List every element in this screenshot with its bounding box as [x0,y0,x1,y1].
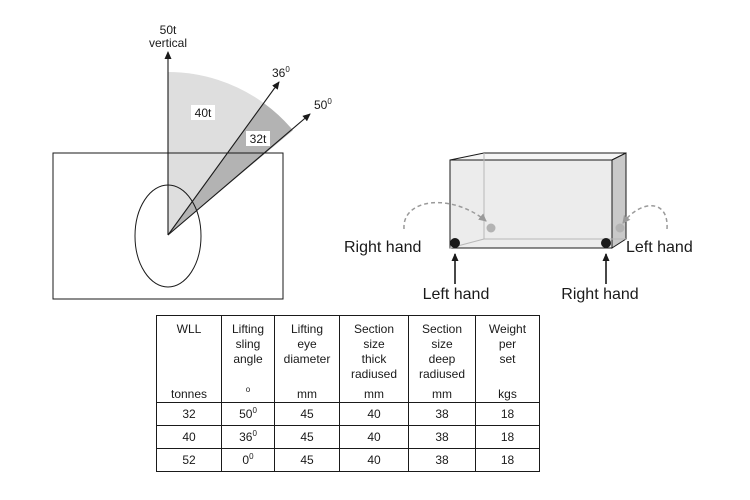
sling-angle-diagram: 50t vertical 360 500 40t 32t [52,23,332,300]
cell-deep: 38 [408,448,476,472]
grip-point-front-left [450,238,460,248]
sector-32t-tag: 32t [246,131,270,146]
cell-eye: 45 [274,448,340,472]
left-curved-arrow [403,201,487,230]
cell-deep: 38 [408,425,476,449]
cell-wll: 40 [156,425,222,449]
angle-36-label: 360 [272,65,290,80]
cell-thick: 40 [339,425,409,449]
angle-36-arrow [167,81,280,236]
box-front-face [449,159,613,249]
angle-50-arrow [167,113,311,236]
right-curved-arrow [622,205,668,230]
cell-eye: 45 [274,425,340,449]
table-row: 40 360 45 40 38 18 [156,425,540,449]
right-hand-label-left: Right hand [344,239,421,256]
hand-position-diagram: Right hand Left hand Left hand Right han… [344,152,693,303]
cell-thick: 40 [339,448,409,472]
cell-angle: 500 [221,402,275,426]
cell-weight: 18 [475,425,540,449]
hidden-grip-point-right [615,223,625,233]
svg-text:40t: 40t [195,106,212,120]
cell-deep: 38 [408,402,476,426]
cell-weight: 18 [475,448,540,472]
left-hand-label-right: Left hand [626,239,693,256]
cell-wll: 52 [156,448,222,472]
svg-text:32t: 32t [250,132,267,146]
vertical-word-label: vertical [149,36,187,50]
cell-eye: 45 [274,402,340,426]
left-hand-label-bottom: Left hand [423,286,490,303]
angle-50-label: 500 [314,97,332,112]
grip-point-front-right [601,238,611,248]
table-row: 32 500 45 40 38 18 [156,402,540,426]
hidden-grip-point-left [486,223,496,233]
cell-wll: 32 [156,402,222,426]
sector-40t-tag: 40t [191,105,215,120]
box-side-face [611,152,627,249]
box-top-face [449,152,627,161]
cell-weight: 18 [475,402,540,426]
cell-angle: 360 [221,425,275,449]
table-row: 52 00 45 40 38 18 [156,448,540,472]
vertical-load-label: 50t [160,23,177,37]
cell-angle: 00 [221,448,275,472]
right-hand-label-bottom: Right hand [561,286,638,303]
header-wll: WLL tonnes [156,315,222,403]
cell-thick: 40 [339,402,409,426]
